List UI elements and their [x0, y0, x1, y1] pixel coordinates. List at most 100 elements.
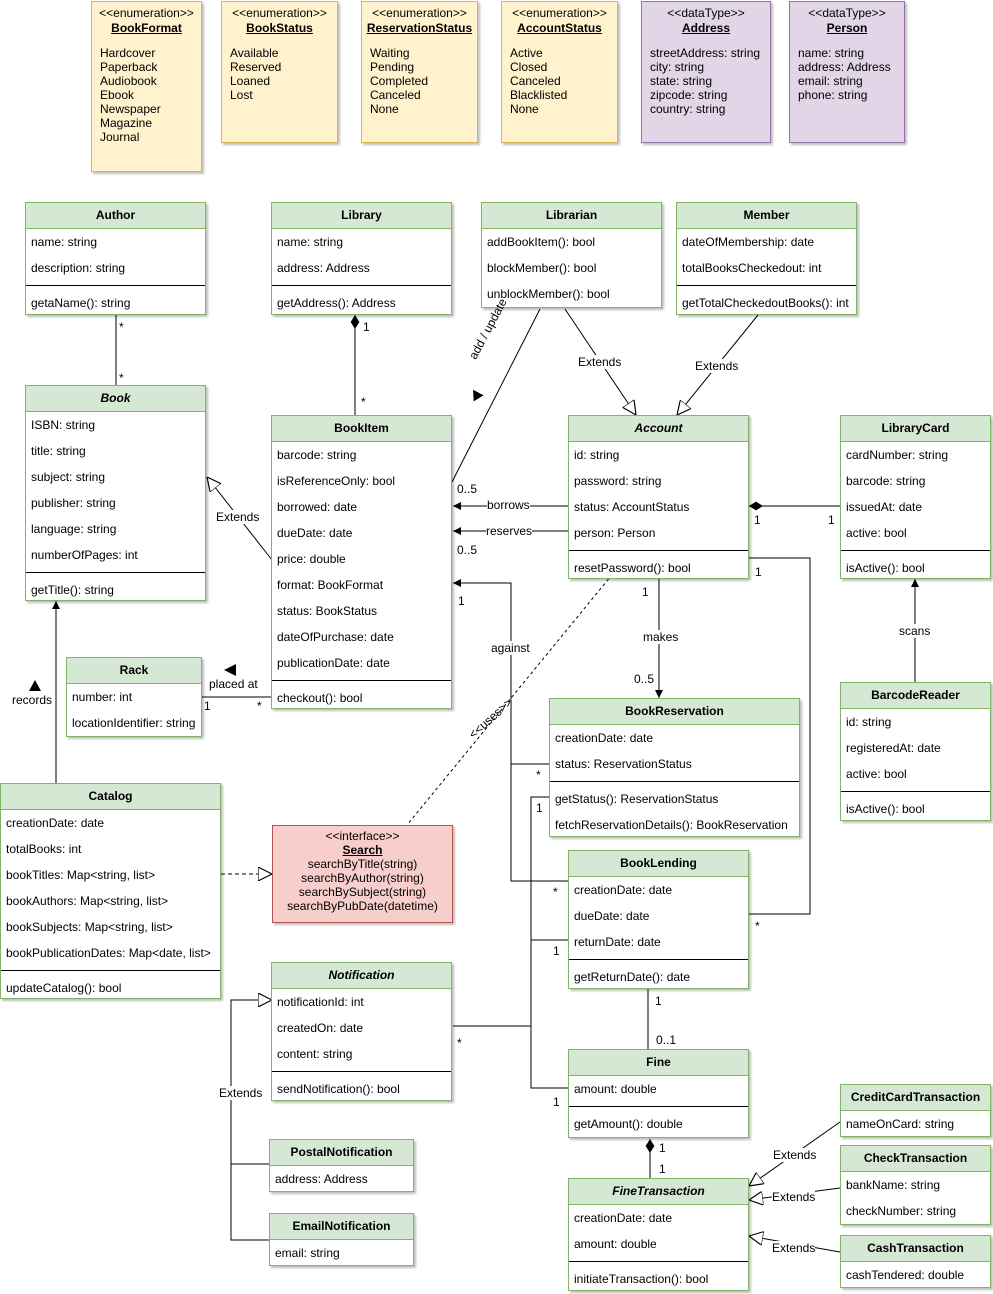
class-creditcardtransaction: CreditCardTransaction nameOnCard: string: [840, 1084, 991, 1137]
method: getAddress(): Address: [277, 296, 396, 310]
label-records: records: [12, 693, 53, 707]
attribute: nameOnCard: string: [846, 1117, 955, 1131]
class-name: Library: [272, 203, 451, 229]
attribute: barcode: string: [846, 474, 926, 488]
divider: [26, 572, 205, 573]
label-extends-cash: Extends: [772, 1241, 816, 1255]
enum-name: AccountStatus: [517, 21, 602, 35]
attribute: active: bool: [846, 526, 907, 540]
attribute: issuedAt: date: [846, 500, 923, 514]
method: fetchReservationDetails(): BookReservati…: [555, 818, 788, 832]
class-librarycard: LibraryCard cardNumber: string barcode: …: [840, 415, 991, 579]
attribute: creationDate: date: [6, 816, 105, 830]
mult-lending-against: *: [553, 885, 558, 899]
enum-item: Active: [510, 46, 543, 60]
label-extends-notification: Extends: [219, 1086, 263, 1100]
attribute: returnDate: date: [574, 935, 661, 949]
edge-email-notification: [230, 1164, 270, 1241]
attribute: description: string: [31, 261, 126, 275]
divider: [569, 959, 748, 960]
edge-account-booklending: [749, 557, 811, 915]
attribute: active: bool: [846, 767, 907, 781]
attribute: amount: double: [574, 1237, 657, 1251]
mult-borrows: 0..5: [457, 482, 478, 496]
datatype-name: Person: [826, 21, 868, 35]
attribute: creationDate: date: [555, 731, 654, 745]
mult-bookitem-against: 1: [458, 594, 465, 608]
class-name: Account: [569, 416, 748, 442]
enum-stereotype: <<enumeration>>: [232, 6, 327, 20]
enum-item: Loaned: [230, 74, 271, 88]
label-borrows: borrows: [487, 498, 530, 512]
method: getaName(): string: [31, 296, 131, 310]
label-makes: makes: [643, 630, 679, 644]
enum-item: None: [510, 102, 539, 116]
attribute: numberOfPages: int: [31, 548, 138, 562]
enum-item: Newspaper: [100, 102, 161, 116]
method: getTitle(): string: [31, 583, 114, 597]
label-scans: scans: [899, 624, 931, 638]
class-rack: Rack number: int locationIdentifier: str…: [66, 657, 202, 737]
class-name: BookLending: [569, 851, 748, 877]
edge-uses: [406, 564, 621, 826]
class-book: Book ISBN: string title: string subject:…: [25, 385, 206, 601]
method: getTotalCheckedoutBooks(): int: [682, 296, 849, 310]
attribute: email: string: [275, 1246, 340, 1260]
class-notification: Notification notificationId: int created…: [271, 962, 452, 1101]
datatype-item: address: Address: [798, 60, 891, 74]
class-name: BarcodeReader: [841, 683, 990, 709]
method: resetPassword(): bool: [574, 561, 691, 575]
method: isActive(): bool: [846, 802, 925, 816]
class-name: Librarian: [482, 203, 661, 229]
attribute: checkNumber: string: [846, 1204, 957, 1218]
class-finetransaction: FineTransaction creationDate: date amoun…: [568, 1178, 749, 1291]
class-name: CheckTransaction: [841, 1146, 990, 1172]
divider: [26, 285, 205, 286]
label-extends-check: Extends: [772, 1190, 816, 1204]
divider: [569, 1106, 748, 1107]
attribute: bookPublicationDates: Map<date, list>: [6, 946, 211, 960]
method: initiateTransaction(): bool: [574, 1272, 709, 1286]
attribute: title: string: [31, 444, 86, 458]
attribute: dateOfMembership: date: [682, 235, 815, 249]
divider: [569, 1261, 748, 1262]
class-name: BookItem: [272, 416, 451, 442]
label-extends-member: Extends: [695, 359, 739, 373]
attribute: publisher: string: [31, 496, 116, 510]
class-name: BookReservation: [550, 699, 799, 725]
enum-item: Ebook: [100, 88, 135, 102]
class-name: FineTransaction: [569, 1179, 748, 1205]
enum-item: Canceled: [510, 74, 561, 88]
attribute: ISBN: string: [31, 418, 96, 432]
class-name: CashTransaction: [841, 1236, 990, 1262]
divider: [569, 550, 748, 551]
enum-name: BookFormat: [111, 21, 182, 35]
method: getAmount(): double: [574, 1117, 683, 1131]
attribute: number: int: [72, 690, 133, 704]
interface-method: searchByTitle(string): [307, 857, 418, 871]
enum-item: Pending: [370, 60, 415, 74]
attribute: creationDate: date: [574, 883, 673, 897]
label-reserves: reserves: [486, 524, 533, 538]
enum-item: Completed: [370, 74, 429, 88]
mult-author-end: *: [119, 320, 124, 334]
class-name: Book: [26, 386, 205, 412]
attribute: bookTitles: Map<string, list>: [6, 868, 155, 882]
enum-item: Hardcover: [100, 46, 156, 60]
class-checktransaction: CheckTransaction bankName: string checkN…: [840, 1145, 991, 1225]
attribute: format: BookFormat: [277, 578, 384, 592]
method: checkout(): bool: [277, 691, 363, 705]
class-name: LibraryCard: [841, 416, 990, 442]
edge-against: [453, 579, 549, 765]
attribute: id: string: [846, 715, 892, 729]
mult-transaction-fine: 1: [659, 1162, 666, 1176]
class-library: Library name: string address: Address ge…: [271, 202, 452, 315]
attribute: createdOn: date: [277, 1021, 364, 1035]
enum-item: Lost: [230, 88, 253, 102]
mult-bookitem-end: *: [361, 395, 366, 409]
mult-card-account: 1: [828, 513, 835, 527]
mult-library-end: 1: [363, 320, 370, 334]
mult-rack: 1: [204, 699, 211, 713]
mult-account-lending: 1: [755, 565, 762, 579]
